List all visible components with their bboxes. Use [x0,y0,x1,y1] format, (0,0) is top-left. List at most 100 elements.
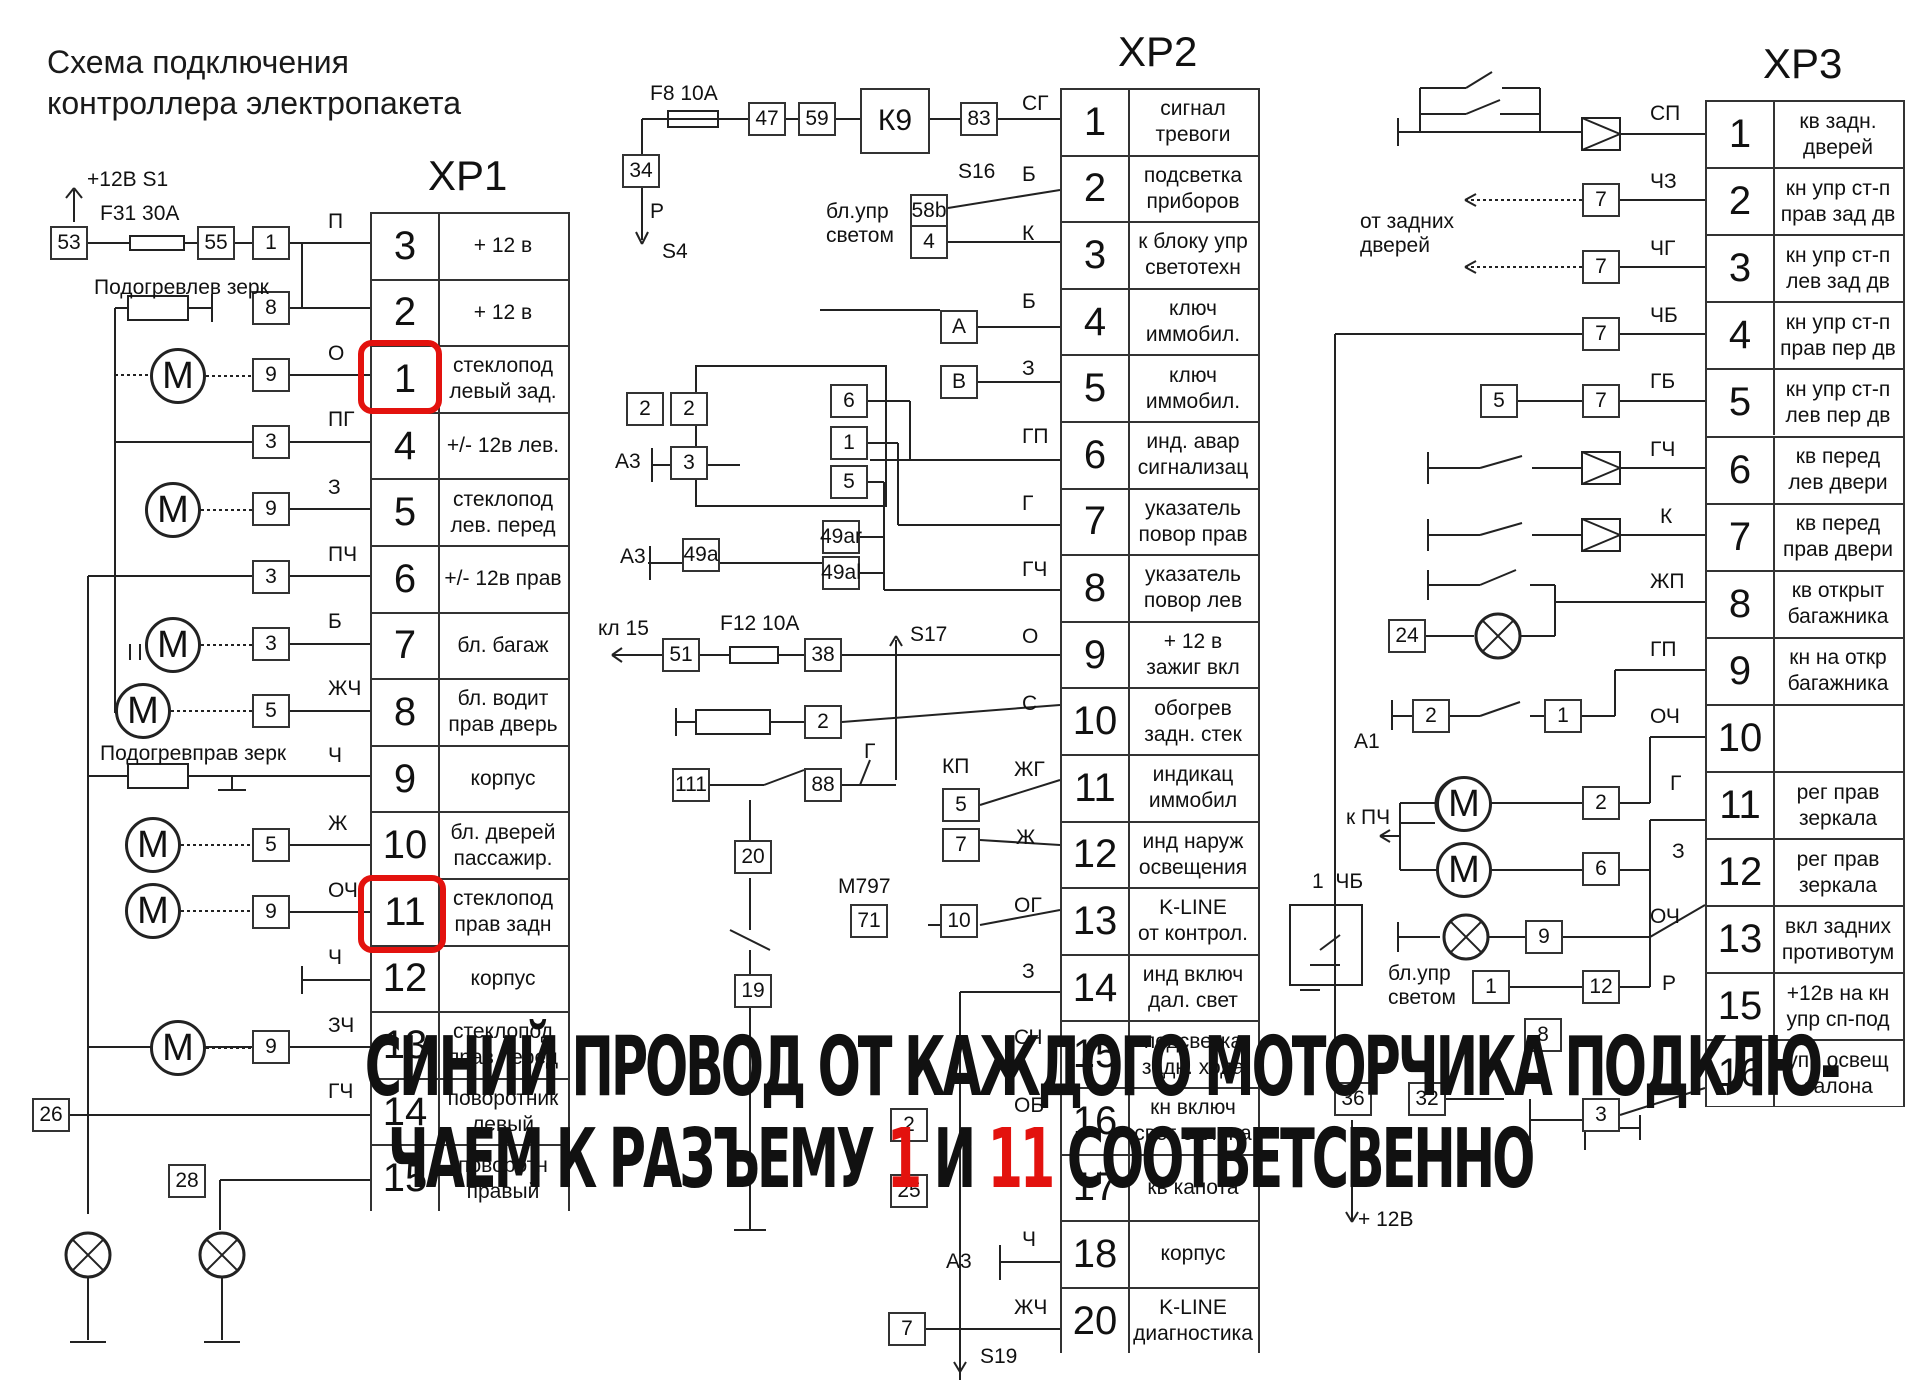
xp3-pin-number: 2 [1707,169,1775,235]
middle-box: 58b [910,194,948,228]
xp3-pin-description: кв перед прав двери [1783,512,1893,562]
left-wire-code: ОЧ [328,879,358,902]
xp3-pin-number: 12 [1707,840,1775,906]
a3-label-1: А3 [615,450,641,473]
mirror-right-label: Подогревправ зерк [100,742,287,765]
fuse12-label: F12 10А [720,612,800,635]
right-box: 36 [1334,1082,1372,1116]
middle-box: 10 [940,904,978,938]
left-wire-code: П [328,210,344,233]
banner-pin-1: 1 [886,1112,922,1207]
middle-wire-code: Б [1022,163,1036,186]
xp1-pin-3: 3+ 12 в [370,212,570,279]
m797-label: М797 [838,875,891,898]
xp3-pin-number: 8 [1707,571,1775,637]
middle-box: 5 [942,788,980,822]
right-box: 2 [1412,699,1450,733]
xp2-pin-number: 16 [1062,1089,1130,1154]
middle-box: А [940,310,978,344]
middle-box: 49ar [820,520,862,554]
left-box: 8 [252,291,290,325]
middle-box: 1 [830,426,868,460]
xp2-pin-number: 5 [1062,356,1130,421]
right-wire-code: СП [1650,102,1681,125]
component-outline [667,110,719,128]
left-box: 9 [252,1030,290,1064]
motor-icon: M [145,617,201,673]
xp2-pin-number: 17 [1062,1155,1130,1221]
xp3-pin-number: 4 [1707,303,1775,369]
motor-icon: M [145,482,201,538]
right-wire-code: ГЧ [1650,438,1676,461]
xp3-pin-description [1775,706,1901,771]
wire [1449,920,1483,954]
xp1-pin-description: стеклопод лев. перед [450,487,556,537]
xp3-pin-number: 13 [1707,907,1775,973]
left-wire-code: ПГ [328,408,355,431]
xp2-pin-number: 18 [1062,1222,1130,1287]
xp2-pin-number: 6 [1062,423,1130,488]
xp1-pin-number: 2 [372,280,440,346]
xp1-pin-number: 3 [372,214,440,279]
xp3-pin-number: 7 [1707,504,1775,570]
xp3-pin-description: кв открыт багажника [1787,579,1889,629]
xp2-pin-number: 8 [1062,556,1130,621]
xp3-pin-description: кв задн. дверей [1799,109,1877,159]
wire [1479,569,1517,586]
xp2-pin-number: 10 [1062,689,1130,754]
from-rear-label: от задних дверей [1360,210,1455,257]
xp3-pin-number: 5 [1707,370,1775,436]
middle-box: 4 [910,225,948,259]
s17-label: S17 [910,623,948,646]
xp2-pin-description: K-LINE от контрол. [1138,896,1248,946]
middle-wire-code: О [1022,625,1039,648]
left-box: 9 [252,358,290,392]
component-outline [1581,451,1621,485]
bl-upr-right-label: бл.упр светом [1388,962,1456,1009]
diagram-title-line2: контроллера электропакета [47,85,462,121]
left-wire-code: ЖЧ [328,677,362,700]
xp1-pin-2: 2+ 12 в [370,278,570,346]
middle-wire-code: СГ [1022,92,1049,115]
wire [1581,467,1621,485]
one-chb-label: 1 ЧБ [1312,870,1364,893]
xp1-pin-number: 7 [372,613,440,679]
component-outline [127,763,189,789]
xp2-pin-description: ключ иммобил. [1145,297,1241,347]
xp1-pin-description: корпус [470,767,536,791]
s19-label: S19 [980,1345,1018,1368]
xp3-pin-number: 11 [1707,773,1775,839]
xp3-pin-description: вкл задних противотум [1781,914,1895,964]
xp1-pin-description: стеклопод левый зад. [449,354,557,404]
mirror-motor-icon: M [1436,842,1492,898]
middle-box: 83 [960,102,998,136]
xp3-pin-number: 9 [1707,638,1775,704]
a1-label: А1 [1354,730,1380,753]
xp1-title: XP1 [428,152,508,199]
wire [841,704,1061,723]
middle-box: 20 [734,840,772,874]
middle-box: 49al [821,556,861,590]
middle-wire-code: ГЧ [1022,558,1048,581]
motor-icon: M [125,883,181,939]
xp1-pin-description: корпус [470,966,536,990]
xp2-pin-number: 2 [1062,156,1130,222]
highlight-pin-1 [358,340,442,414]
a3-label-2: А3 [620,545,646,568]
s4-label: S4 [662,240,688,263]
wire [73,187,83,199]
wire [1479,522,1523,536]
middle-wire-code: ЖГ [1014,758,1045,781]
xp3-pin-description: +12в на кн упр сп-под [1786,981,1890,1031]
left-wire-code: Ч [328,946,342,969]
wire [1619,1087,1706,1116]
wire [1464,260,1477,268]
